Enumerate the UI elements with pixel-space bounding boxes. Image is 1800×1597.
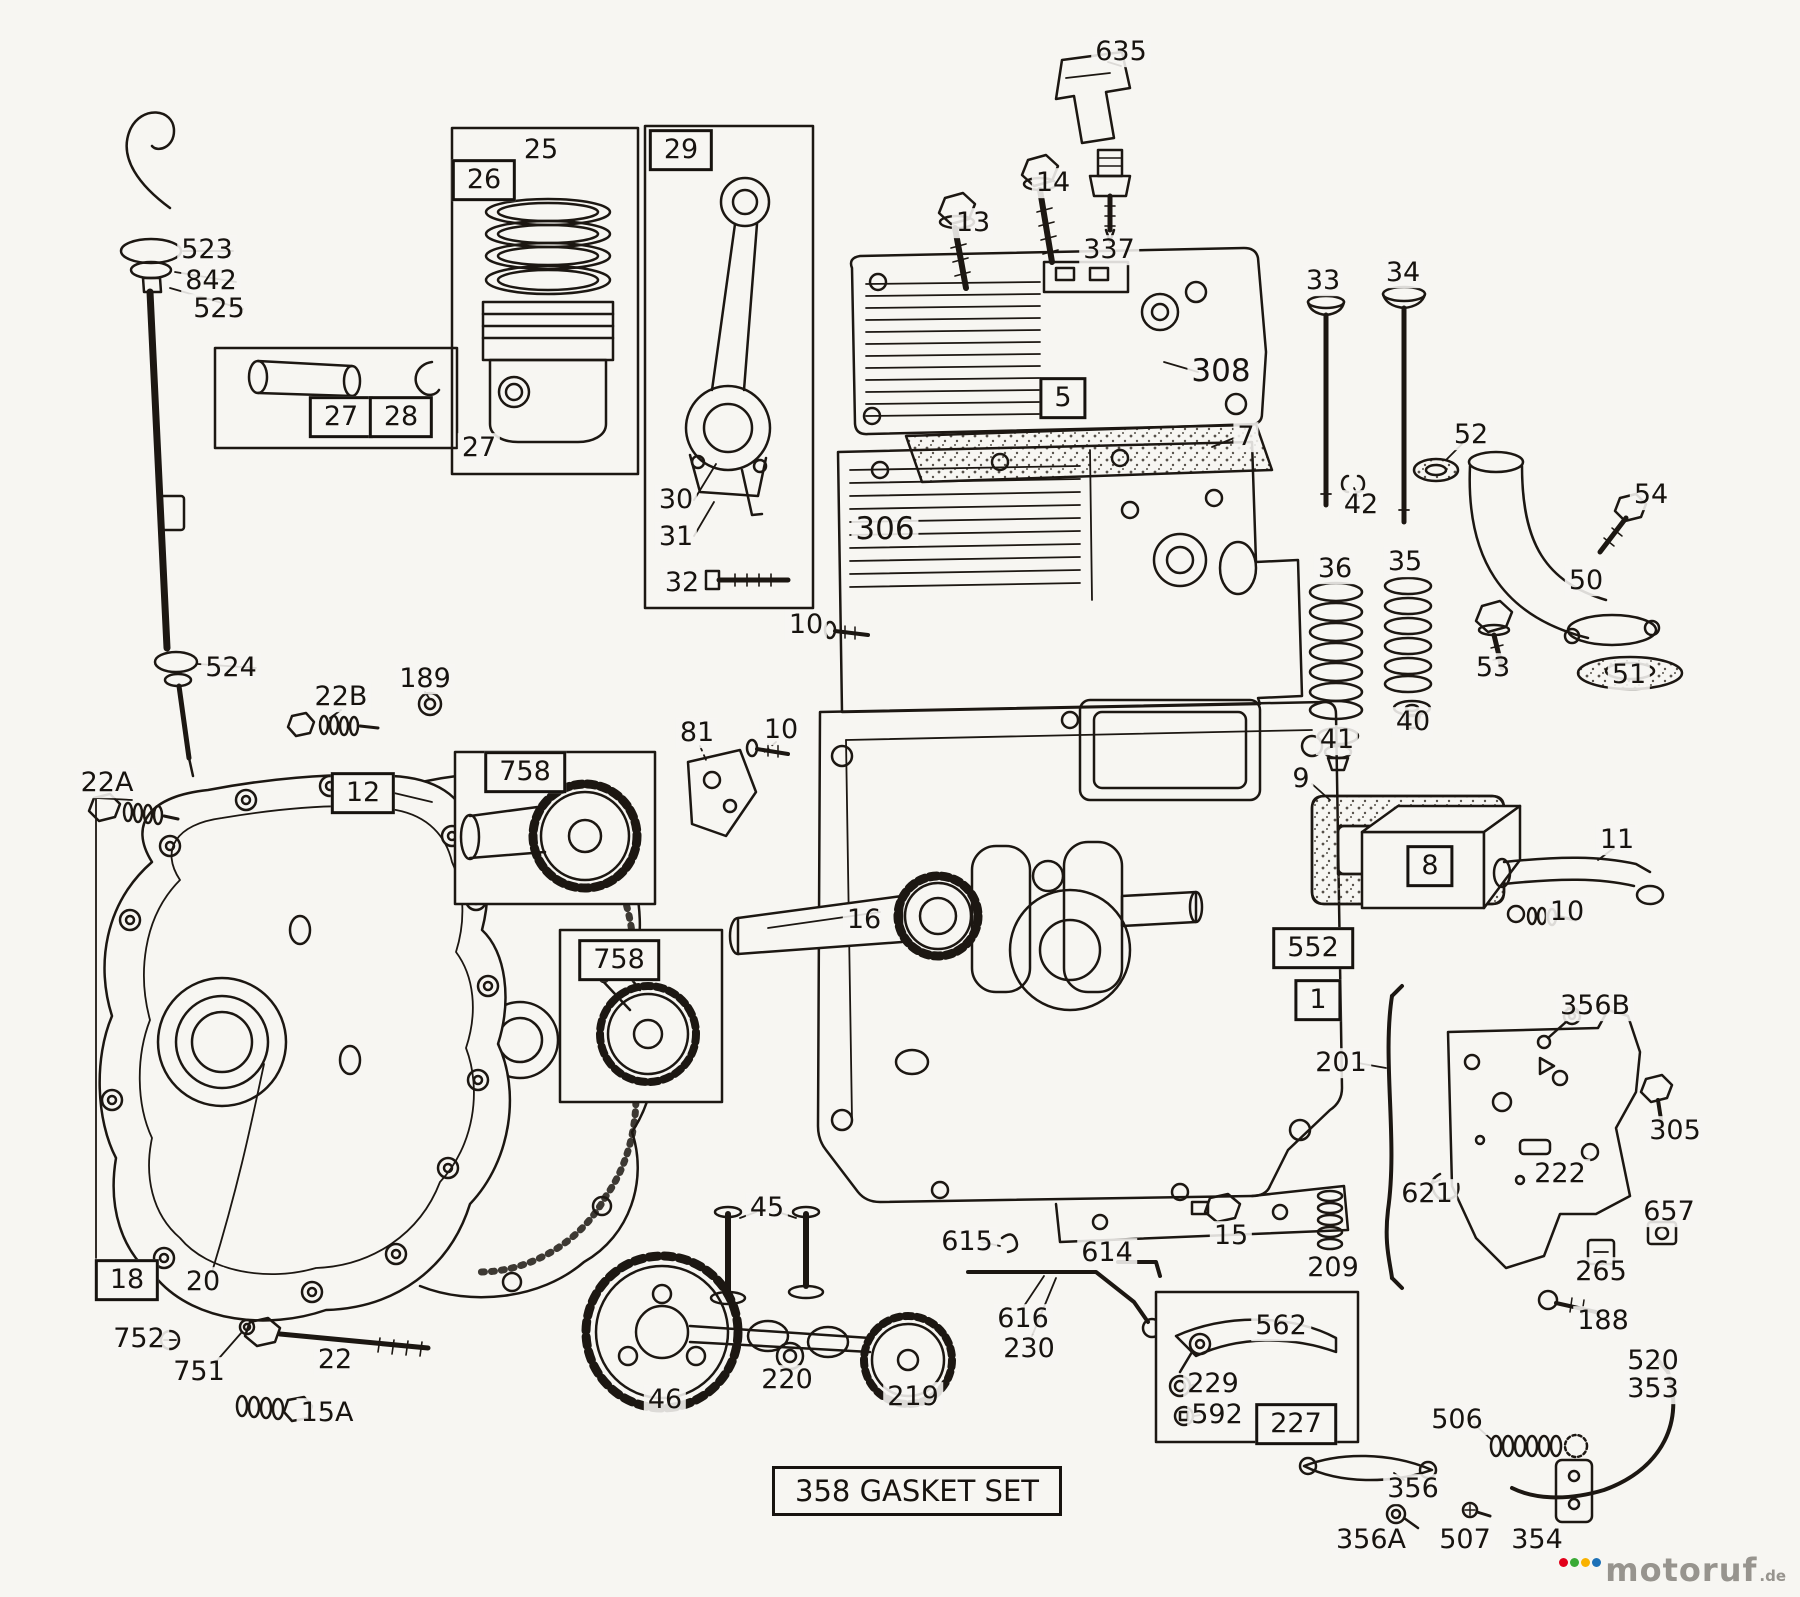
control-bracket-drawing [1429,1006,1678,1315]
crankcase-covers-drawing [87,691,658,1423]
camshaft-gear-drawing [581,1205,956,1413]
head-bolts-drawing [937,153,1060,291]
governor-linkage-drawing [966,984,1404,1339]
cylinder-head-drawing [849,246,1268,436]
dipstick-drawing [119,111,199,778]
watermark-dot-icon [1570,1558,1580,1567]
piston-pin-box-drawing [213,346,459,450]
gasket-set-callout: 358 GASKET SET [771,1466,1063,1516]
valves-drawing [1306,285,1427,525]
misc-small-parts-drawing [686,738,790,838]
throttle-lever-box-drawing [1154,1290,1360,1444]
cylinder-block-drawing [823,440,1304,802]
elbow-fitting-drawing [1054,50,1132,244]
watermark-brand: motoruf [1605,1551,1758,1589]
watermark-dots-icon [1559,1558,1603,1585]
watermark-dot-icon [1581,1558,1591,1567]
intake-elbow-drawing [1412,443,1684,691]
breather-drawing [1310,783,1665,927]
piston-box-drawing [450,126,640,476]
watermark-dot-icon [1559,1558,1569,1567]
connecting-rod-box-drawing [643,124,815,610]
watermark: motoruf .de [1559,1551,1786,1589]
valve-springs-drawing [1308,576,1514,772]
crankshaft-drawing [728,840,1204,994]
watermark-dot-icon [1592,1558,1602,1567]
watermark-domain-suffix: .de [1759,1567,1786,1585]
crankcase-drawing [816,700,1350,1244]
